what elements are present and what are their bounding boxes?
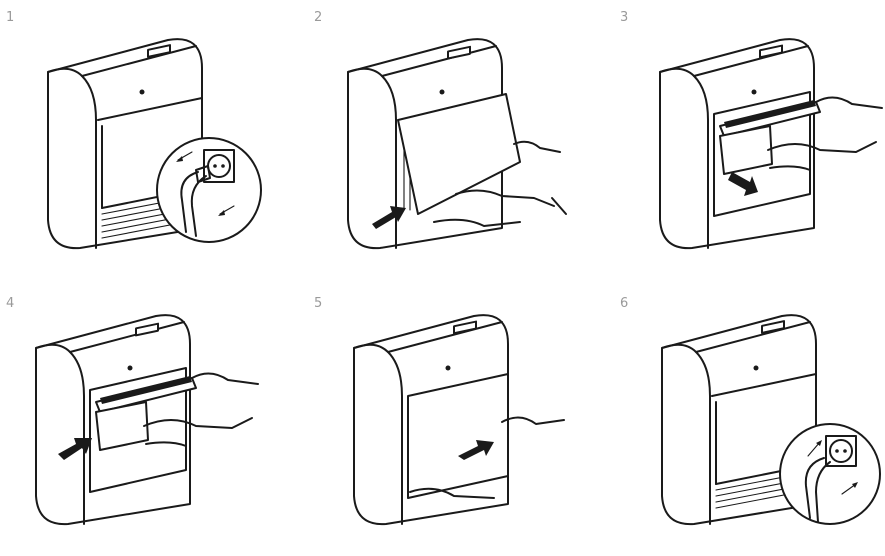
step-4: 4	[6, 296, 296, 556]
filter-cartridge	[719, 100, 821, 175]
hands	[433, 140, 567, 227]
purifier-unplug-illustration	[47, 38, 262, 250]
plug-in-arrows	[807, 440, 858, 495]
push-arrow	[458, 440, 494, 460]
step-number: 1	[6, 10, 15, 25]
hands	[767, 96, 883, 171]
step-number: 3	[620, 10, 629, 25]
step-number: 5	[314, 296, 323, 311]
purifier-body	[35, 314, 191, 526]
purifier-open-panel-illustration	[347, 38, 567, 250]
step-6: 6	[620, 296, 885, 556]
pull-arrow	[728, 172, 758, 196]
purifier-body	[659, 38, 815, 250]
hands	[409, 416, 565, 499]
step-number: 6	[620, 296, 629, 311]
purifier-plug-in-illustration	[661, 314, 881, 526]
step-number: 2	[314, 10, 323, 25]
unplug-arrows	[176, 151, 235, 216]
front-panel-open	[397, 93, 521, 215]
socket-callout	[779, 423, 881, 525]
filter-cartridge	[95, 376, 197, 451]
push-arrow	[372, 206, 406, 229]
purifier-remove-filter-illustration	[659, 38, 883, 250]
socket-callout	[156, 137, 262, 243]
step-2: 2	[314, 10, 604, 270]
hands	[143, 372, 259, 447]
step-5: 5	[314, 296, 604, 556]
purifier-insert-filter-illustration	[35, 314, 259, 526]
step-number: 4	[6, 296, 15, 311]
push-in-arrow	[58, 438, 92, 460]
step-1: 1	[6, 10, 296, 270]
purifier-body	[353, 314, 509, 526]
step-3: 3	[620, 10, 885, 270]
purifier-close-panel-illustration	[353, 314, 565, 526]
